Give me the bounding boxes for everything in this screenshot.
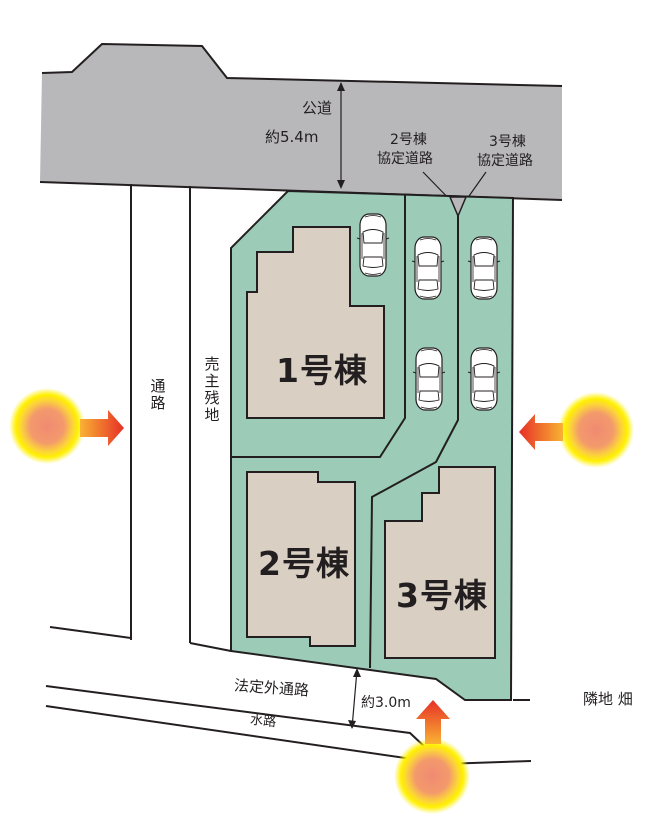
path-width-dimension <box>348 668 361 729</box>
passage-label: 通路 <box>148 378 167 412</box>
building-2-label: 2号棟 <box>258 544 350 583</box>
south-path-width-label: 約3.0m <box>361 695 411 711</box>
neighbor-field-label: 隣地 畑 <box>583 690 633 708</box>
building-1-label: 1号棟 <box>276 351 368 390</box>
sun-indicator-south <box>394 700 470 814</box>
road-width-dimension <box>337 82 345 189</box>
building-2 <box>246 471 356 647</box>
seller-remaining-land-label: 売主残地 <box>202 356 221 424</box>
parking-space-1 <box>356 213 390 277</box>
parking-space-5 <box>467 347 501 411</box>
building-1 <box>246 226 385 419</box>
driveway-3-label-line1: 3号棟 <box>489 134 526 150</box>
building-3 <box>384 466 496 659</box>
driveway-3-label-line2: 協定道路 <box>477 153 533 169</box>
road-width-label: 約5.4m <box>265 128 319 146</box>
parking-space-3 <box>467 236 501 300</box>
parking-space-4 <box>412 347 446 411</box>
driveway-2-label-line1: 2号棟 <box>390 132 427 148</box>
public-road <box>40 44 562 200</box>
building-3-label: 3号棟 <box>396 576 488 615</box>
driveway-2-label-line2: 協定道路 <box>377 151 433 167</box>
sun-indicator-west <box>9 388 124 464</box>
road-label: 公道 <box>302 99 333 117</box>
parking-space-2 <box>411 236 445 300</box>
sun-indicator-east <box>519 392 634 468</box>
waterway-label: 水路 <box>249 712 277 731</box>
